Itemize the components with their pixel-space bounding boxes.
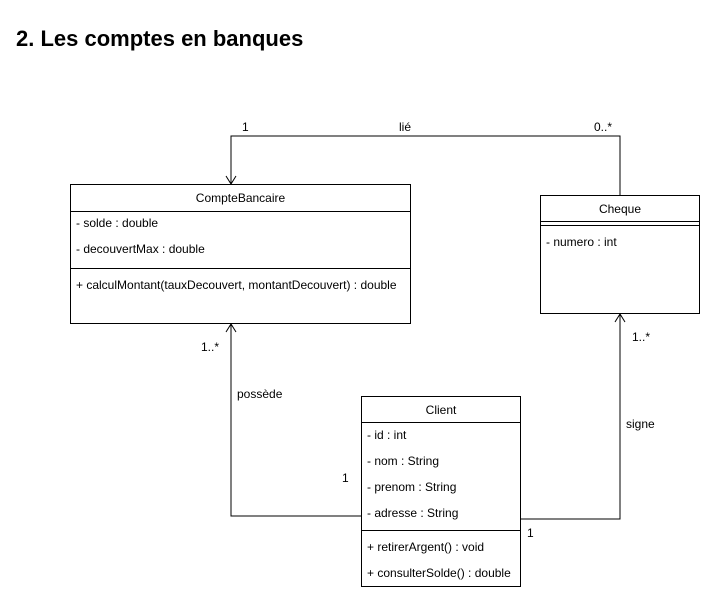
attribute: - adresse : String [367, 506, 459, 520]
class-methods: + calculMontant(tauxDecouvert, montantDe… [71, 269, 410, 292]
class-cheque[interactable]: Cheque - numero : int [540, 195, 700, 314]
attribute: - nom : String [367, 454, 440, 468]
attribute: - solde : double [76, 216, 159, 230]
method: + consulterSolde() : double [367, 566, 511, 580]
association-label-signe: signe [626, 417, 655, 431]
multiplicity-lie-cheque: 0..* [594, 120, 613, 134]
association-label-possede: possède [237, 387, 283, 401]
class-name: CompteBancaire [71, 185, 410, 212]
association-possede-line [230, 324, 361, 517]
attribute: - decouvertMax : double [76, 242, 205, 256]
method: + retirerArgent() : void [367, 540, 485, 554]
attribute: - prenom : String [367, 480, 457, 494]
attribute: - numero : int [546, 235, 617, 249]
attribute: - id : int [367, 428, 407, 442]
method: + calculMontant(tauxDecouvert, montantDe… [76, 278, 397, 292]
arrowhead-compte-bottom [225, 323, 237, 333]
multiplicity-lie-compte: 1 [242, 120, 249, 134]
class-attributes: - solde : double - decouvertMax : double [71, 212, 410, 269]
class-attributes: - id : int - nom : String - prenom : Str… [362, 423, 520, 531]
arrowhead-cheque-bottom [614, 313, 626, 323]
class-name: Client [362, 397, 520, 423]
class-methods: + retirerArgent() : void + consulterSold… [362, 531, 520, 592]
multiplicity-signe-cheque: 1..* [632, 330, 651, 344]
class-attributes: - numero : int [541, 226, 699, 249]
multiplicity-possede-client: 1 [342, 471, 349, 485]
association-lie-line [230, 135, 621, 195]
multiplicity-possede-compte: 1..* [201, 340, 220, 354]
class-comptebancaire[interactable]: CompteBancaire - solde : double - decouv… [70, 184, 411, 324]
association-signe-line [520, 314, 621, 520]
class-methods-divider [541, 222, 699, 226]
association-label-lie: lié [399, 120, 412, 134]
class-name: Cheque [541, 196, 699, 222]
page-title: 2. Les comptes en banques [16, 26, 304, 51]
multiplicity-signe-client: 1 [527, 526, 534, 540]
class-client[interactable]: Client - id : int - nom : String - preno… [361, 396, 521, 587]
